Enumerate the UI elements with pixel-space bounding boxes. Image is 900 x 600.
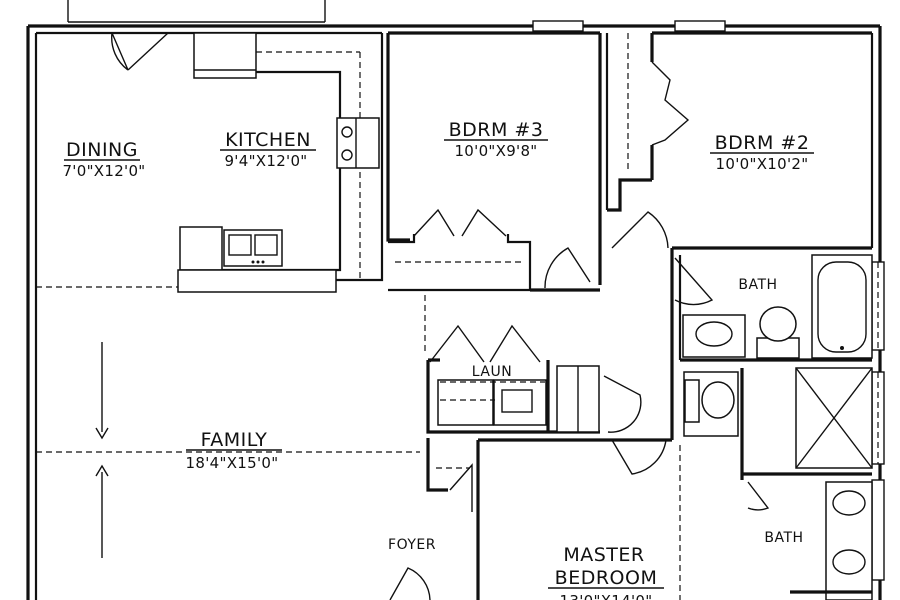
laundry-label: LAUN: [472, 364, 512, 380]
family-label: FAMILY: [201, 429, 268, 451]
kitchen-dims: 9'4"X12'0": [224, 152, 307, 170]
bedroom2-dims: 10'0"X10'2": [716, 155, 809, 173]
master-dims: 13'0"X14'0": [560, 592, 653, 600]
bedroom3-label: BDRM #3: [449, 119, 544, 141]
bath-lower-toilet: [701, 381, 735, 419]
dining-label: DINING: [66, 139, 138, 161]
bath-lower-area: [683, 367, 873, 600]
bath-upper-area: [678, 254, 873, 362]
exterior-walls: [26, 0, 882, 600]
bedroom2-area: [607, 31, 872, 250]
bath-upper-label: BATH: [738, 277, 777, 293]
bathtub: [811, 254, 873, 359]
bath-upper-toilet: [759, 306, 797, 342]
windows: [532, 20, 885, 581]
kitchen-sink: [223, 229, 283, 267]
window-bath-lower: [871, 479, 885, 581]
foyer-master-walls: [389, 438, 681, 600]
bath-lower-label: BATH: [764, 530, 803, 546]
room-labels: DINING 7'0"X12'0" KITCHEN 9'4"X12'0" BDR…: [62, 119, 814, 600]
dining-dims: 7'0"X12'0": [62, 162, 145, 180]
entry-door: [111, 32, 169, 71]
hall-doors: [670, 248, 714, 440]
master-label-2: BEDROOM: [555, 567, 658, 589]
family-dims: 18'4"X15'0": [186, 454, 279, 472]
master-label: MASTER: [563, 544, 644, 566]
window-bedroom2: [674, 20, 726, 32]
family-area: [36, 342, 420, 558]
kitchen-area: [177, 32, 384, 293]
kitchen-label: KITCHEN: [225, 129, 311, 151]
refrigerator: [193, 32, 257, 79]
bedroom3-dims: 10'0"X9'8": [454, 142, 537, 160]
range: [336, 117, 380, 169]
washer: [437, 379, 494, 426]
foyer-label: FOYER: [388, 537, 436, 553]
breakfast-bar: [177, 269, 337, 293]
bedroom2-label: BDRM #2: [715, 132, 810, 154]
laundry-area: [424, 295, 642, 434]
bedroom3-area: [386, 31, 609, 292]
dishwasher: [179, 226, 223, 271]
dryer: [493, 379, 547, 426]
window-bedroom3: [532, 20, 584, 32]
